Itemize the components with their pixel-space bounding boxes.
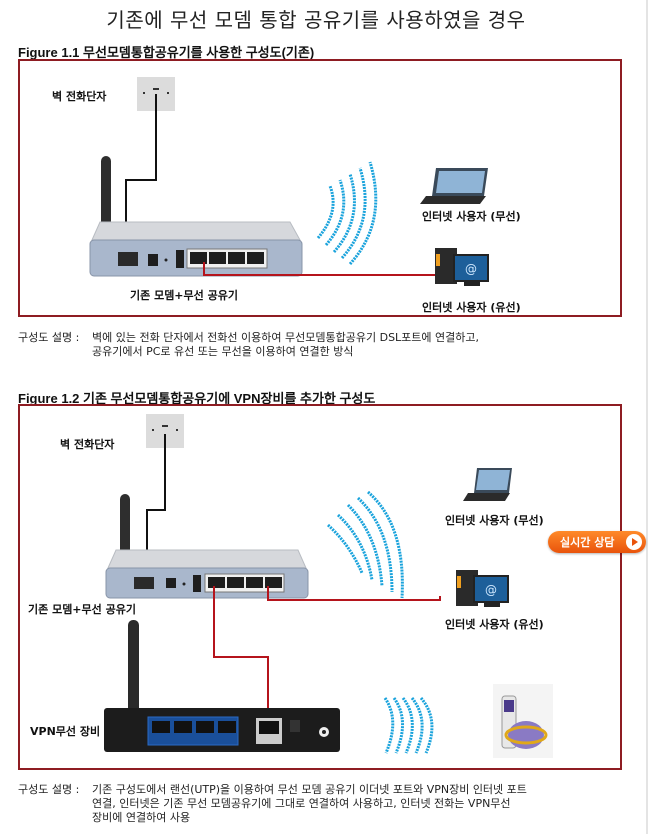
figure2-lan-cable-pc bbox=[267, 586, 441, 601]
figure1-description-line: 공유기에서 PC로 유선 또는 무선을 이용하여 연결한 방식 bbox=[92, 345, 354, 358]
figure2-description-prefix: 구성도 설명 : bbox=[18, 783, 80, 796]
figure1-phone-cable bbox=[125, 94, 157, 260]
play-icon bbox=[626, 534, 642, 550]
figure2-router-label: 기존 모뎀+무선 공유기 bbox=[28, 603, 136, 616]
figure2-description-line: 기존 구성도에서 랜선(UTP)을 이용하여 무선 모뎀 공유기 이더넷 포트와… bbox=[92, 783, 527, 796]
figure2-description-line: 연결, 인터넷은 기존 무선 모뎀공유기에 그대로 연결하여 사용하고, 인터넷… bbox=[92, 797, 511, 810]
figure1-router-label: 기존 모뎀+무선 공유기 bbox=[130, 289, 238, 302]
figure2-wifi-icon bbox=[326, 490, 404, 599]
figure2-vpn-wifi-icon bbox=[383, 697, 434, 754]
figure1-description-prefix: 구성도 설명 : bbox=[18, 331, 80, 344]
figure2-router-icon bbox=[105, 549, 309, 599]
figure1-title: Figure 1.1 무선모뎀통합공유기를 사용한 구성도(기존) bbox=[18, 45, 315, 60]
figure1-wireless-user-label: 인터넷 사용자 (무선) bbox=[422, 210, 521, 223]
figure2-wired-user-label: 인터넷 사용자 (유선) bbox=[445, 618, 544, 631]
live-chat-button[interactable]: 실시간 상담 bbox=[548, 531, 646, 553]
figure1-router-icon bbox=[89, 221, 303, 277]
figure2-laptop-icon bbox=[463, 468, 512, 501]
svg-text:@: @ bbox=[465, 262, 477, 276]
figure1-wifi-icon bbox=[316, 161, 378, 266]
figure1-laptop-icon bbox=[420, 168, 488, 204]
figure2-lan-cable-vpn bbox=[213, 586, 269, 730]
figure1-wired-user-label: 인터넷 사용자 (유선) bbox=[422, 301, 521, 314]
figure2-wall-jack-label: 벽 전화단자 bbox=[60, 438, 115, 451]
figure2-description-line: 장비에 연결하여 사용 bbox=[92, 811, 191, 824]
svg-text:@: @ bbox=[485, 583, 497, 597]
page-title: 기존에 무선 모뎀 통합 공유기를 사용하였을 경우 bbox=[106, 8, 526, 32]
live-chat-label: 실시간 상담 bbox=[560, 536, 615, 549]
figure1-description-line: 벽에 있는 전화 단자에서 전화선 이용하여 무선모뎀통합공유기 DSL포트에 … bbox=[92, 331, 480, 344]
figure2-wireless-user-label: 인터넷 사용자 (무선) bbox=[445, 514, 544, 527]
figure2-vpn-device-label: VPN무선 장비 bbox=[30, 725, 101, 738]
figure2-internet-phone-icon bbox=[493, 684, 553, 758]
figure2-vpn-antenna bbox=[128, 620, 139, 730]
figure2-phone-cable bbox=[146, 434, 166, 588]
figure1-pc-icon: @ bbox=[435, 248, 489, 286]
figure1-wall-jack-label: 벽 전화단자 bbox=[52, 90, 107, 103]
figure2-title: Figure 1.2 기존 무선모뎀통합공유기에 VPN장비를 추가한 구성도 bbox=[18, 391, 376, 406]
figure2-pc-icon: @ bbox=[456, 570, 509, 607]
figure2-vpn-device-icon bbox=[104, 708, 340, 752]
